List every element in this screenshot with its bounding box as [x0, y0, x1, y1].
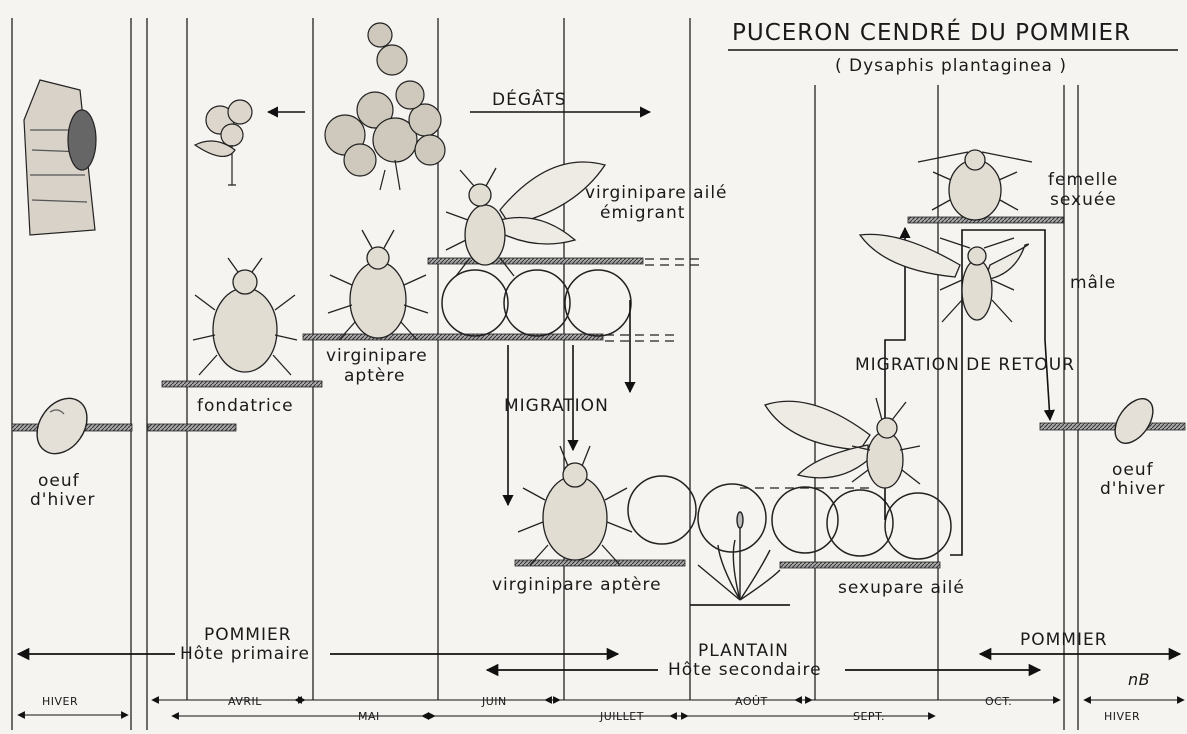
virginipare-aptere-label: virginipare aptère — [492, 577, 662, 594]
aphid-virginipare — [328, 230, 428, 340]
month-label: HIVER — [1104, 711, 1140, 722]
host-pommier-label: POMMIER — [204, 627, 292, 644]
bark-drawing — [24, 80, 96, 235]
degats-label: DÉGÂTS — [492, 92, 567, 109]
winged-ground — [428, 258, 643, 264]
virginipare-label: virginipare — [326, 348, 428, 365]
egg-left — [27, 389, 97, 463]
month-label: JUIN — [482, 696, 507, 707]
artist-signature: nB — [1128, 672, 1150, 688]
sexuee-label: sexuée — [1050, 192, 1117, 209]
migration-retour-label: MIGRATION DE RETOUR — [855, 357, 1075, 374]
sexupare-aile-label: sexupare ailé — [838, 580, 965, 597]
month-label: MAI — [358, 711, 380, 722]
male-label: mâle — [1070, 275, 1116, 292]
hiver-right-label: d'hiver — [1100, 481, 1165, 498]
winter-ground-right — [1040, 423, 1185, 430]
fondatrice-ground — [162, 381, 322, 387]
femelle-label: femelle — [1048, 172, 1118, 189]
month-label: AVRIL — [228, 696, 262, 707]
fondatrice-label: fondatrice — [197, 398, 294, 415]
month-label: AOÛT — [735, 696, 768, 707]
aphid-fondatrice — [193, 258, 297, 375]
plantain-plant-drawing — [690, 512, 790, 605]
plantain-ground — [515, 560, 685, 566]
host-primaire-label: Hôte primaire — [180, 646, 310, 663]
aphid-sexupare — [765, 398, 920, 488]
aphid-plantain-aptere — [518, 446, 632, 565]
migration-label: MIGRATION — [504, 398, 609, 415]
dashed-extensions — [605, 259, 870, 488]
oeuf-left-label: oeuf — [38, 473, 80, 490]
month-label: SEPT. — [853, 711, 885, 722]
virginipare-aile-label: virginipare ailé — [585, 185, 728, 202]
oeuf-right-label: oeuf — [1112, 462, 1154, 479]
host-plantain-label: PLANTAIN — [698, 643, 789, 660]
month-label: JUILLET — [600, 711, 644, 722]
aphid-femelle — [918, 150, 1032, 220]
apple-bud-drawing — [195, 100, 252, 185]
month-label: OCT. — [985, 696, 1012, 707]
winter-ground-left2 — [148, 424, 236, 431]
hiver-left-label: d'hiver — [30, 492, 95, 509]
host-secondaire-label: Hôte secondaire — [668, 662, 822, 679]
aphid-male — [860, 234, 1028, 322]
sexupare-ground — [780, 562, 940, 568]
aptere-label: aptère — [344, 368, 405, 385]
egg-right — [1107, 392, 1160, 450]
diagram-title: PUCERON CENDRÉ DU POMMIER — [732, 22, 1131, 45]
virginipare-ground — [303, 334, 603, 340]
host-pommier-right-label: POMMIER — [1020, 632, 1108, 649]
diagram-subtitle: ( Dysaphis plantaginea ) — [835, 58, 1067, 75]
emigrant-label: émigrant — [600, 205, 685, 222]
apple-damage-drawing — [325, 23, 445, 190]
month-label: HIVER — [42, 696, 78, 707]
